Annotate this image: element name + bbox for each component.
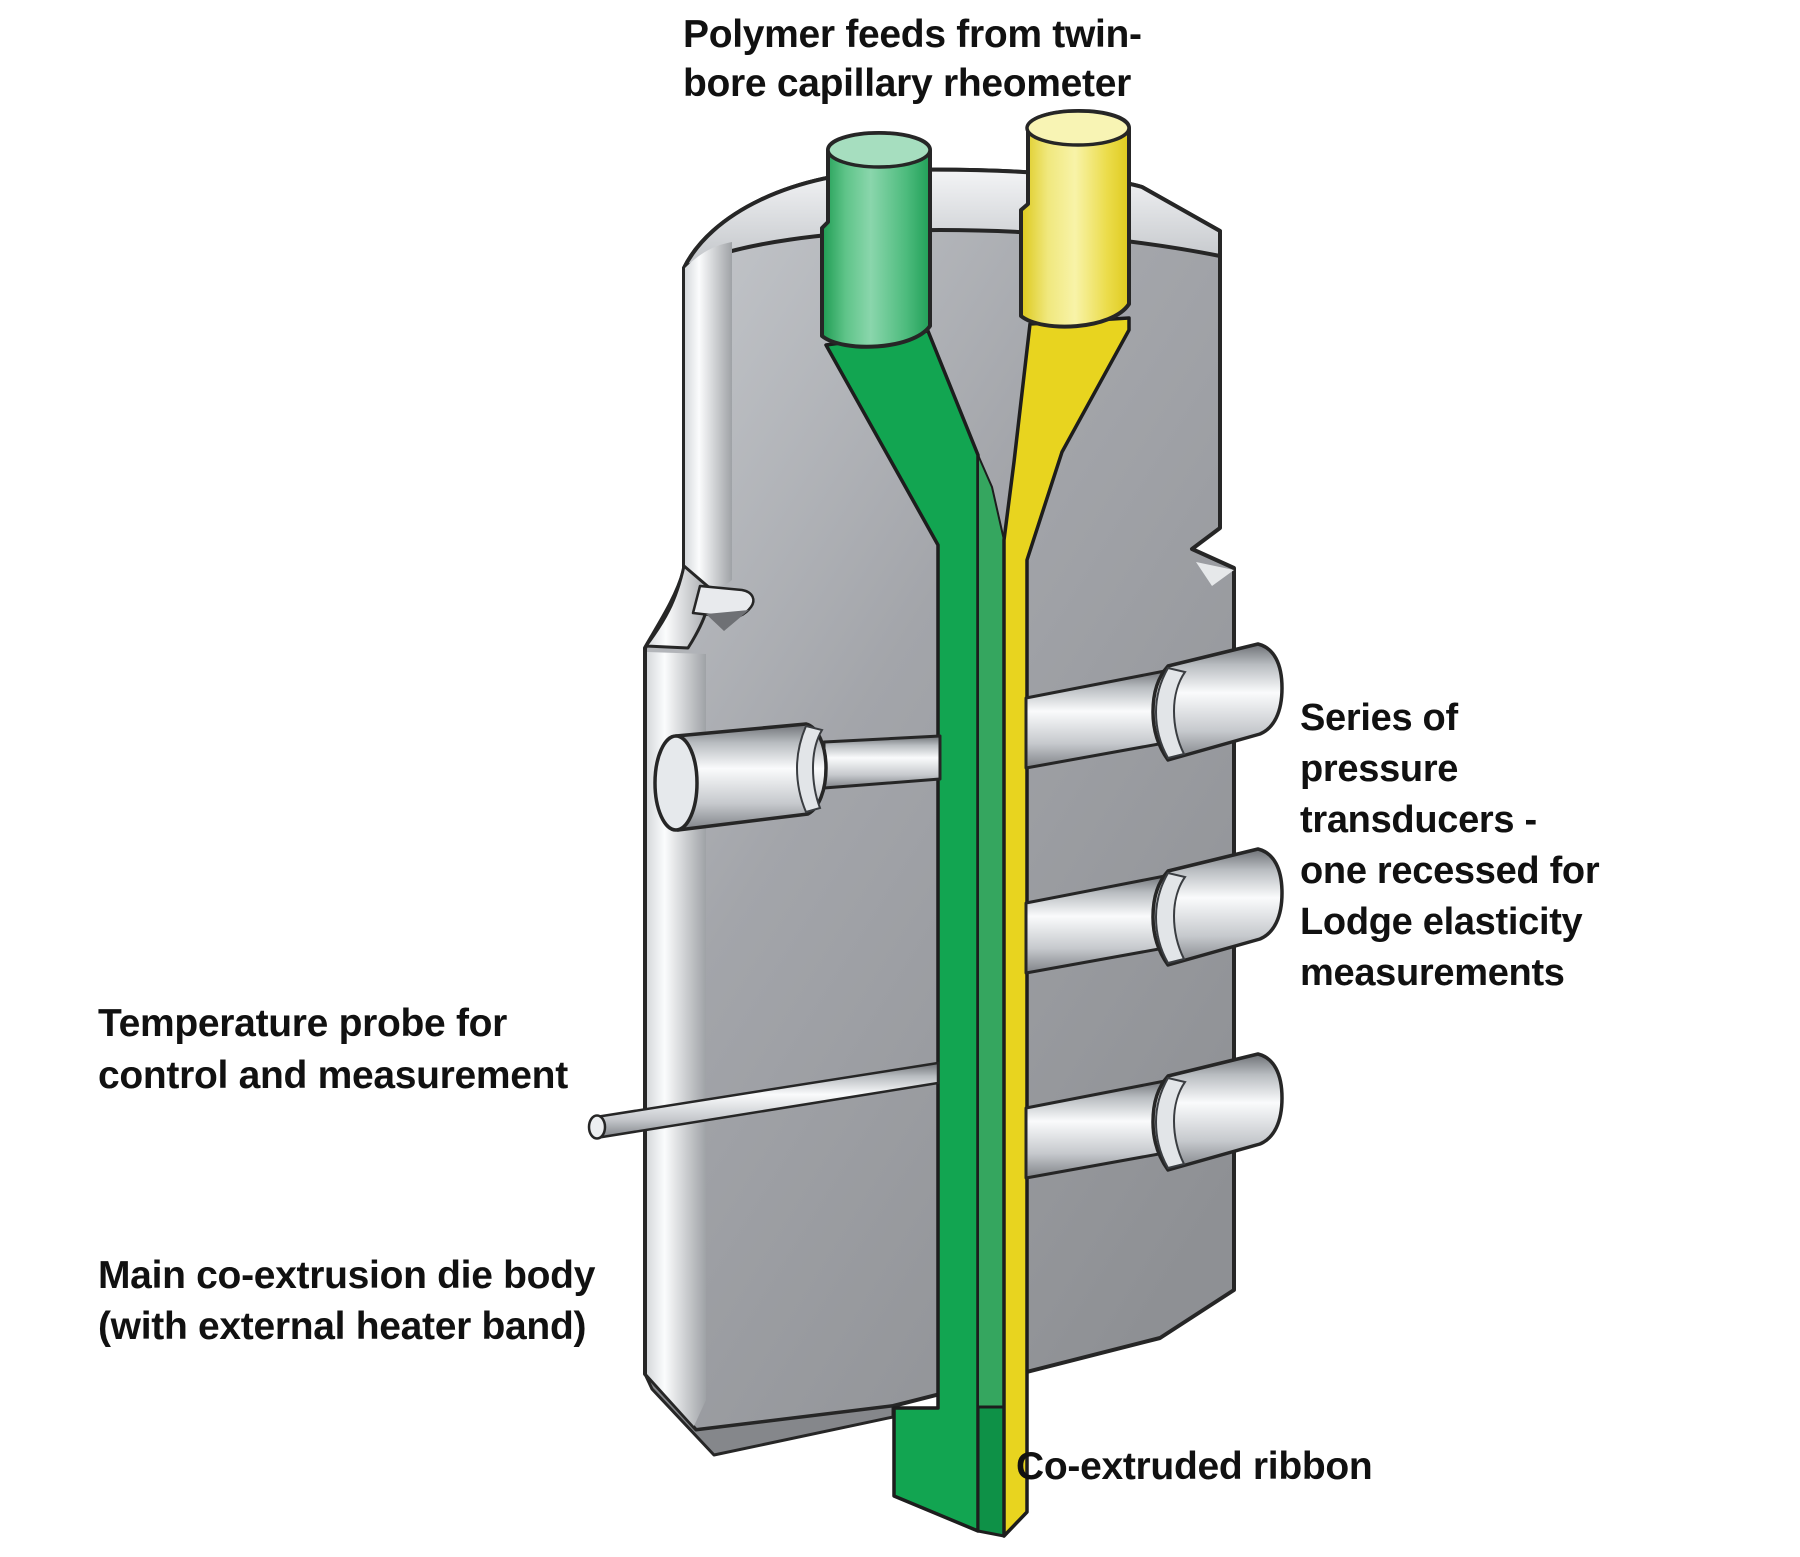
temperature-label-line: Temperature probe for: [98, 1002, 508, 1045]
pressure-label-line: Lodge elasticity: [1300, 901, 1583, 943]
diebody-label-line: (with external heater band): [98, 1305, 587, 1348]
ribbon-side-face: [976, 1405, 1006, 1538]
label-die-body: Main co-extrusion die body (with externa…: [98, 1250, 595, 1352]
label-temperature-probe: Temperature probe for control and measur…: [98, 998, 568, 1102]
yellow-feed-top: [1025, 109, 1131, 147]
pressure-label-line: measurements: [1300, 952, 1565, 994]
lower-left-highlight: [647, 652, 706, 1426]
title-line-1: Polymer feeds from twin-: [683, 13, 1142, 56]
transducer-recess-ring: [1154, 1076, 1187, 1170]
right-notch-highlight: [1196, 562, 1234, 586]
ribbon-label-line: Co-extruded ribbon: [1016, 1445, 1373, 1488]
title-polymer-feeds: Polymer feeds from twin- bore capillary …: [683, 10, 1142, 108]
pressure-transducer-2: [1024, 847, 1284, 975]
temperature-probe-end: [587, 1114, 607, 1140]
transducer-recess-ring: [1154, 871, 1187, 965]
upper-left-highlight: [685, 242, 732, 587]
left-transducer-rod: [822, 734, 942, 790]
diebody-label-line: Main co-extrusion die body: [98, 1254, 596, 1297]
transducer-recess-ring: [1154, 666, 1187, 760]
label-coextruded-ribbon: Co-extruded ribbon: [1016, 1442, 1373, 1491]
left-transducer-end-face: [653, 734, 699, 832]
yellow-channel: [1002, 316, 1131, 1538]
pressure-label-line: Series of: [1300, 697, 1458, 739]
left-pressure-transducer: [653, 722, 942, 832]
pressure-label-line: one recessed for: [1300, 850, 1600, 892]
pressure-label-line: transducers -: [1300, 799, 1537, 841]
yellow-feed-cylinder: [1019, 109, 1131, 329]
pressure-transducer-1: [1024, 642, 1284, 770]
green-feed-top: [826, 131, 932, 169]
label-pressure-transducers: Series of pressure transducers - one rec…: [1300, 693, 1600, 999]
die-body-underside: [643, 1372, 895, 1457]
left-shoulder-notch-shadow: [706, 610, 749, 631]
temperature-label-line: control and measurement: [98, 1054, 568, 1097]
pressure-transducer-3: [1024, 1052, 1284, 1180]
temperature-probe: [587, 1061, 940, 1140]
green-channel: [824, 329, 980, 1533]
pressure-label-line: pressure: [1300, 748, 1459, 790]
green-feed-cylinder: [820, 131, 932, 349]
polymer-channels: [824, 316, 1131, 1538]
green-channel-wall: [977, 454, 1005, 1408]
title-line-2: bore capillary rheometer: [683, 62, 1131, 105]
left-transducer-recess-ring: [795, 724, 824, 814]
